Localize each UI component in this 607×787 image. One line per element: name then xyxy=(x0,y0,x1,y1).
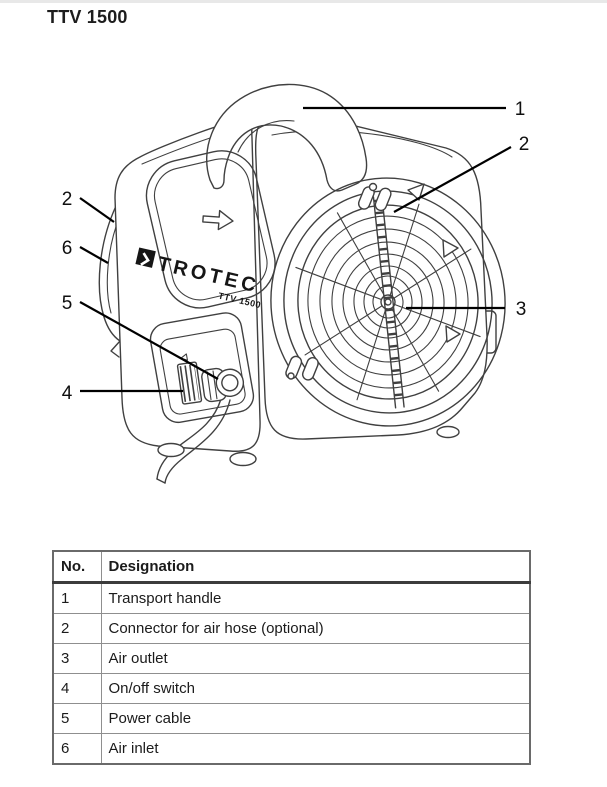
callout-3: 3 xyxy=(516,299,527,320)
cell-designation: Transport handle xyxy=(100,582,531,614)
cell-no: 4 xyxy=(52,673,102,704)
leader-line-5 xyxy=(79,301,219,380)
side-recess xyxy=(145,150,276,309)
grille-tab xyxy=(442,239,459,258)
device-foot xyxy=(157,442,185,458)
table-row: 5 Power cable xyxy=(52,703,531,734)
device-line-drawing: TROTEC TTV 1500 1 xyxy=(62,83,530,484)
transport-handle xyxy=(206,83,368,192)
cell-designation: Connector for air hose (optional) xyxy=(100,613,531,644)
leader-line-6 xyxy=(79,246,109,264)
cell-designation: Power cable xyxy=(100,703,531,734)
table-row: 6 Air inlet xyxy=(52,733,531,765)
callout-labels: 1 2 3 2 6 5 4 xyxy=(62,99,530,404)
callout-2-right: 2 xyxy=(519,134,530,155)
callout-6: 6 xyxy=(62,238,73,259)
side-face xyxy=(114,118,261,452)
grille-tab xyxy=(445,325,461,343)
device-foot xyxy=(436,425,460,439)
on-off-switch xyxy=(176,361,203,405)
cell-no: 2 xyxy=(52,613,102,644)
legend-table: No. Designation 1 Transport handle 2 Con… xyxy=(52,550,531,765)
device-figure: TROTEC TTV 1500 1 xyxy=(62,83,530,484)
control-panel xyxy=(149,312,255,424)
page-title: TTV 1500 xyxy=(47,7,128,27)
chevron-right-icon xyxy=(140,252,150,266)
table-row: 4 On/off switch xyxy=(52,673,531,704)
grille-screw xyxy=(368,182,378,192)
col-header-designation: Designation xyxy=(100,550,531,584)
cell-designation: Air outlet xyxy=(100,643,531,674)
cell-designation: Air inlet xyxy=(100,733,531,765)
table-row: 1 Transport handle xyxy=(52,582,531,614)
col-header-no: No. xyxy=(52,550,102,584)
table-row: 3 Air outlet xyxy=(52,643,531,674)
callout-leader-lines xyxy=(79,106,512,393)
callout-5: 5 xyxy=(62,293,73,314)
cell-no: 1 xyxy=(52,582,102,614)
page-top-strip xyxy=(0,0,607,3)
leader-line-2-right xyxy=(393,146,512,213)
grille-tab xyxy=(407,183,425,201)
cell-designation: On/off switch xyxy=(100,673,531,704)
device-foot xyxy=(229,451,257,467)
leader-line-2-left xyxy=(79,197,115,223)
callout-1: 1 xyxy=(515,99,526,120)
callout-2-left: 2 xyxy=(62,189,73,210)
callout-4: 4 xyxy=(62,383,73,404)
table-header-row: No. Designation xyxy=(52,550,531,584)
airflow-arrow-icon xyxy=(202,209,234,231)
table-row: 2 Connector for air hose (optional) xyxy=(52,613,531,644)
cell-no: 3 xyxy=(52,643,102,674)
cell-no: 6 xyxy=(52,733,102,765)
grille-screw xyxy=(287,372,295,380)
cell-no: 5 xyxy=(52,703,102,734)
cable-gland xyxy=(201,367,245,403)
